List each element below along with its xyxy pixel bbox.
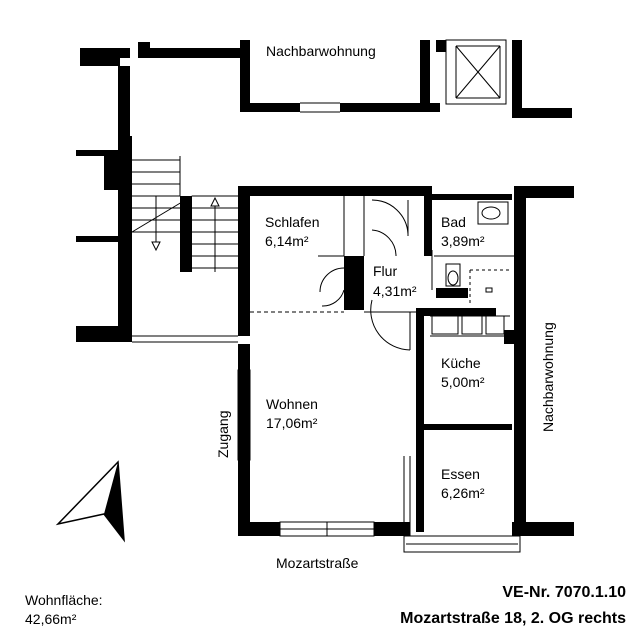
neighbor-right-label: Nachbarwohnung: [540, 322, 556, 432]
room-flur-name: Flur: [373, 263, 397, 279]
room-essen-area: 6,26m²: [441, 485, 485, 501]
address-line: Mozartstraße 18, 2. OG rechts: [400, 610, 626, 627]
room-kueche-area: 5,00m²: [441, 374, 485, 390]
room-flur-area: 4,31m²: [373, 283, 417, 299]
entrance-label: Zugang: [215, 411, 231, 458]
room-kueche-name: Küche: [441, 355, 481, 371]
reference-number: VE-Nr. 7070.1.10: [502, 584, 626, 601]
north-arrow-icon: [55, 460, 125, 543]
thin-lines: [131, 39, 521, 553]
room-bad-name: Bad: [441, 214, 466, 230]
stair-arrow-icon: [151, 196, 220, 252]
living-area-value: 42,66m²: [25, 611, 77, 627]
room-essen-name: Essen: [441, 466, 480, 482]
walls: [76, 40, 574, 536]
room-wohnen-name: Wohnen: [266, 396, 318, 412]
room-wohnen-area: 17,06m²: [266, 415, 318, 431]
neighbor-top-label: Nachbarwohnung: [266, 43, 376, 59]
street-label: Mozartstraße: [276, 555, 359, 571]
room-schlafen-name: Schlafen: [265, 214, 319, 230]
room-schlafen-area: 6,14m²: [265, 233, 309, 249]
living-area-label: Wohnfläche:: [25, 592, 103, 608]
room-bad-area: 3,89m²: [441, 233, 485, 249]
